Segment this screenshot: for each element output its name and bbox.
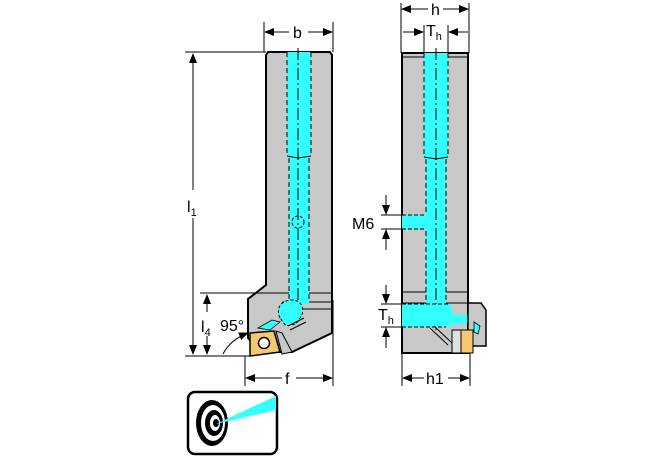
dim-h1-label: h1 <box>426 371 444 388</box>
side-view: b l1 l4 95° f <box>185 22 334 388</box>
dim-l4-label: l4 <box>201 319 211 339</box>
angle-label: 95° <box>220 318 244 335</box>
side-coolant-upper <box>287 52 311 156</box>
side-coolant-head <box>277 299 304 327</box>
dim-l1-label: l1 <box>187 199 197 219</box>
dim-f-label: f <box>285 371 290 388</box>
m6-port <box>402 215 428 229</box>
front-view: h Th M6 Th h1 <box>352 2 487 388</box>
side-coolant-lower <box>289 156 309 304</box>
m6-label: M6 <box>352 216 374 233</box>
dim-b-label: b <box>293 25 302 42</box>
internal-coolant-target-icon <box>186 390 279 456</box>
front-insert <box>460 329 474 354</box>
dim-th-top-label: Th <box>426 23 442 43</box>
dim-th-label: Th <box>378 307 394 327</box>
side-insert-hole <box>257 336 271 350</box>
th-channel <box>402 304 482 327</box>
side-screw-mark <box>291 215 305 229</box>
dim-h-label: h <box>431 2 440 19</box>
